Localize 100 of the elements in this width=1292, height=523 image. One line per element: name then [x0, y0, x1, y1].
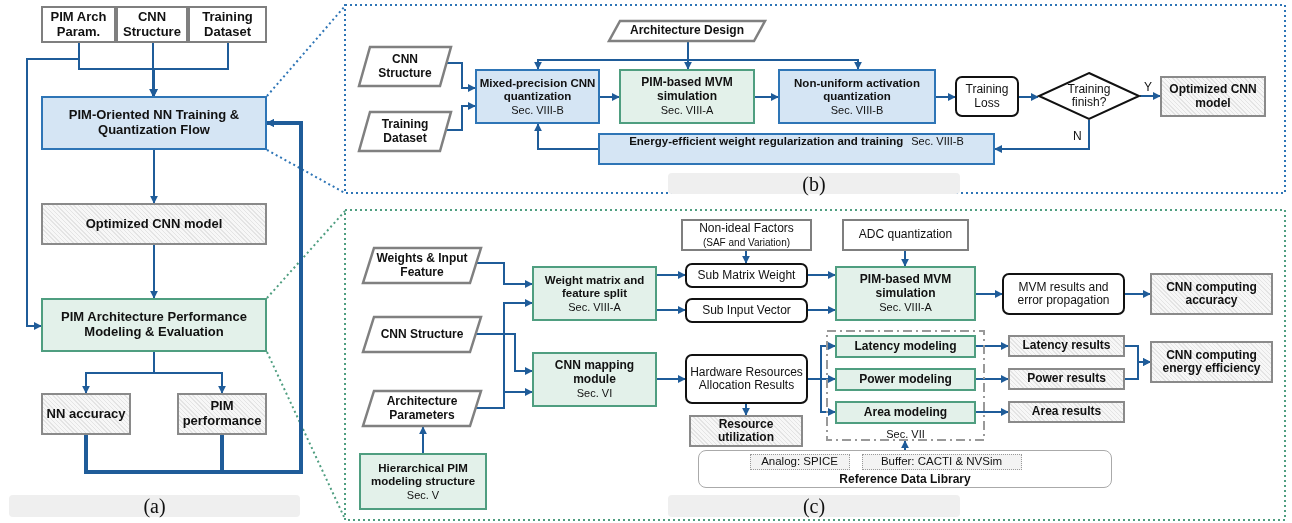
section-label: Sec. VIII-B [510, 103, 565, 117]
node-label: CNN Structure [379, 327, 465, 342]
arrow [901, 440, 909, 451]
section-label: Sec. VIII-B [829, 103, 885, 117]
process-box [835, 368, 976, 391]
arrow [975, 342, 1009, 350]
arrow [742, 250, 750, 264]
result-box [685, 354, 808, 404]
edge-label: Y [1143, 80, 1153, 94]
node-label: PIM Arch Param. [49, 9, 108, 40]
node-label: PIM-based MVM simulation [640, 76, 734, 104]
node-label: Resource utilization [717, 417, 775, 445]
input-parallelogram [362, 316, 482, 353]
output-box [1160, 76, 1266, 117]
arrow [26, 42, 80, 330]
node-label: Analog: SPICE [760, 455, 839, 468]
output-box [41, 393, 131, 435]
section-label: Sec. VIII-A [878, 301, 933, 314]
arrow [475, 333, 533, 375]
library-box [698, 450, 1112, 488]
process-box [532, 352, 657, 407]
arrow [153, 351, 226, 394]
result-box [955, 76, 1019, 117]
section-label: (SAF and Variation) [701, 236, 792, 248]
panel-caption: (a) [9, 495, 300, 517]
arrow [935, 93, 956, 101]
node-label: Hardware Resources Allocation Results [689, 365, 804, 393]
node-label: Weight matrix and feature split [543, 273, 646, 300]
result-box [685, 263, 808, 288]
node-label: PIM-based MVM simulation [858, 273, 953, 301]
process-box [835, 335, 976, 358]
node-label: PIM Architecture Performance Modeling & Evaluation [60, 310, 248, 340]
node-label: Area modeling [862, 405, 949, 420]
node-label: Architecture Parameters [385, 395, 459, 422]
process-box [532, 266, 657, 321]
node-label: Power modeling [858, 372, 953, 387]
arrow [656, 306, 686, 314]
input-box [116, 6, 188, 43]
process-box [475, 69, 600, 124]
arrow [1018, 93, 1039, 101]
node-label: Area results [1030, 405, 1103, 419]
node-label: Energy-efficient weight regularization and training [628, 135, 905, 148]
output-box [1150, 341, 1273, 383]
output-box [1008, 401, 1125, 423]
process-box [41, 298, 267, 352]
node-label: Power results [1026, 372, 1107, 386]
node-label: CNN Structure [377, 53, 433, 80]
arrow [599, 93, 620, 101]
node-label: CNN computing energy efficiency [1161, 348, 1262, 376]
process-box [835, 266, 976, 321]
result-box [685, 298, 808, 323]
section-label: Sec. VIII-B [910, 135, 965, 148]
node-label: Training Dataset [380, 118, 430, 145]
node-label: CNN computing accuracy [1165, 280, 1258, 308]
output-box [1008, 368, 1125, 390]
output-box [177, 393, 267, 435]
node-label: Latency results [1021, 339, 1112, 353]
process-box [835, 401, 976, 424]
output-box [1008, 335, 1125, 357]
output-box [689, 415, 803, 447]
node-label: Weights & Input Feature [375, 252, 469, 279]
node-label: Reference Data Library [838, 472, 972, 486]
section-label: Sec. VI [575, 387, 614, 400]
arrow [534, 123, 599, 150]
arrow [656, 375, 686, 383]
section-label: Sec. VIII-A [659, 104, 715, 117]
input-box [188, 6, 267, 43]
node-label: Sub Input Vector [701, 303, 792, 318]
node-label: Non-ideal Factors [698, 222, 795, 236]
arrow [220, 119, 303, 474]
arrow [901, 250, 909, 267]
node-label: Sub Matrix Weight [696, 268, 797, 283]
arrow [975, 408, 1009, 416]
arrow [1124, 290, 1151, 298]
node-label: NN accuracy [45, 406, 127, 422]
process-box [619, 69, 755, 124]
node-label: PIM-Oriented NN Training & Quantization Flow [67, 108, 241, 138]
node-label: Non-uniform activation quantization [793, 76, 921, 103]
arrow [807, 271, 836, 279]
arrow [807, 306, 836, 314]
arrow [656, 271, 686, 279]
arrow [1124, 358, 1151, 380]
panel-caption: (b) [668, 173, 960, 194]
input-parallelogram [362, 390, 482, 427]
input-box [41, 6, 116, 43]
node-label: Training Dataset [201, 9, 254, 40]
node-label: Optimized CNN model [84, 216, 224, 232]
node-label: Training finish? [1066, 82, 1112, 110]
module-group-box [826, 330, 985, 441]
process-box [778, 69, 936, 124]
arrow [687, 41, 862, 70]
process-box [41, 96, 267, 150]
node-label: Optimized CNN model [1168, 83, 1258, 110]
arrow [150, 244, 158, 299]
section-label: Sec. VIII-A [567, 300, 622, 314]
arrow [150, 149, 158, 204]
arrow [419, 426, 427, 454]
node-label: Mixed-precision CNN quantization [478, 76, 597, 103]
input-parallelogram [608, 20, 766, 42]
process-box [598, 133, 995, 165]
